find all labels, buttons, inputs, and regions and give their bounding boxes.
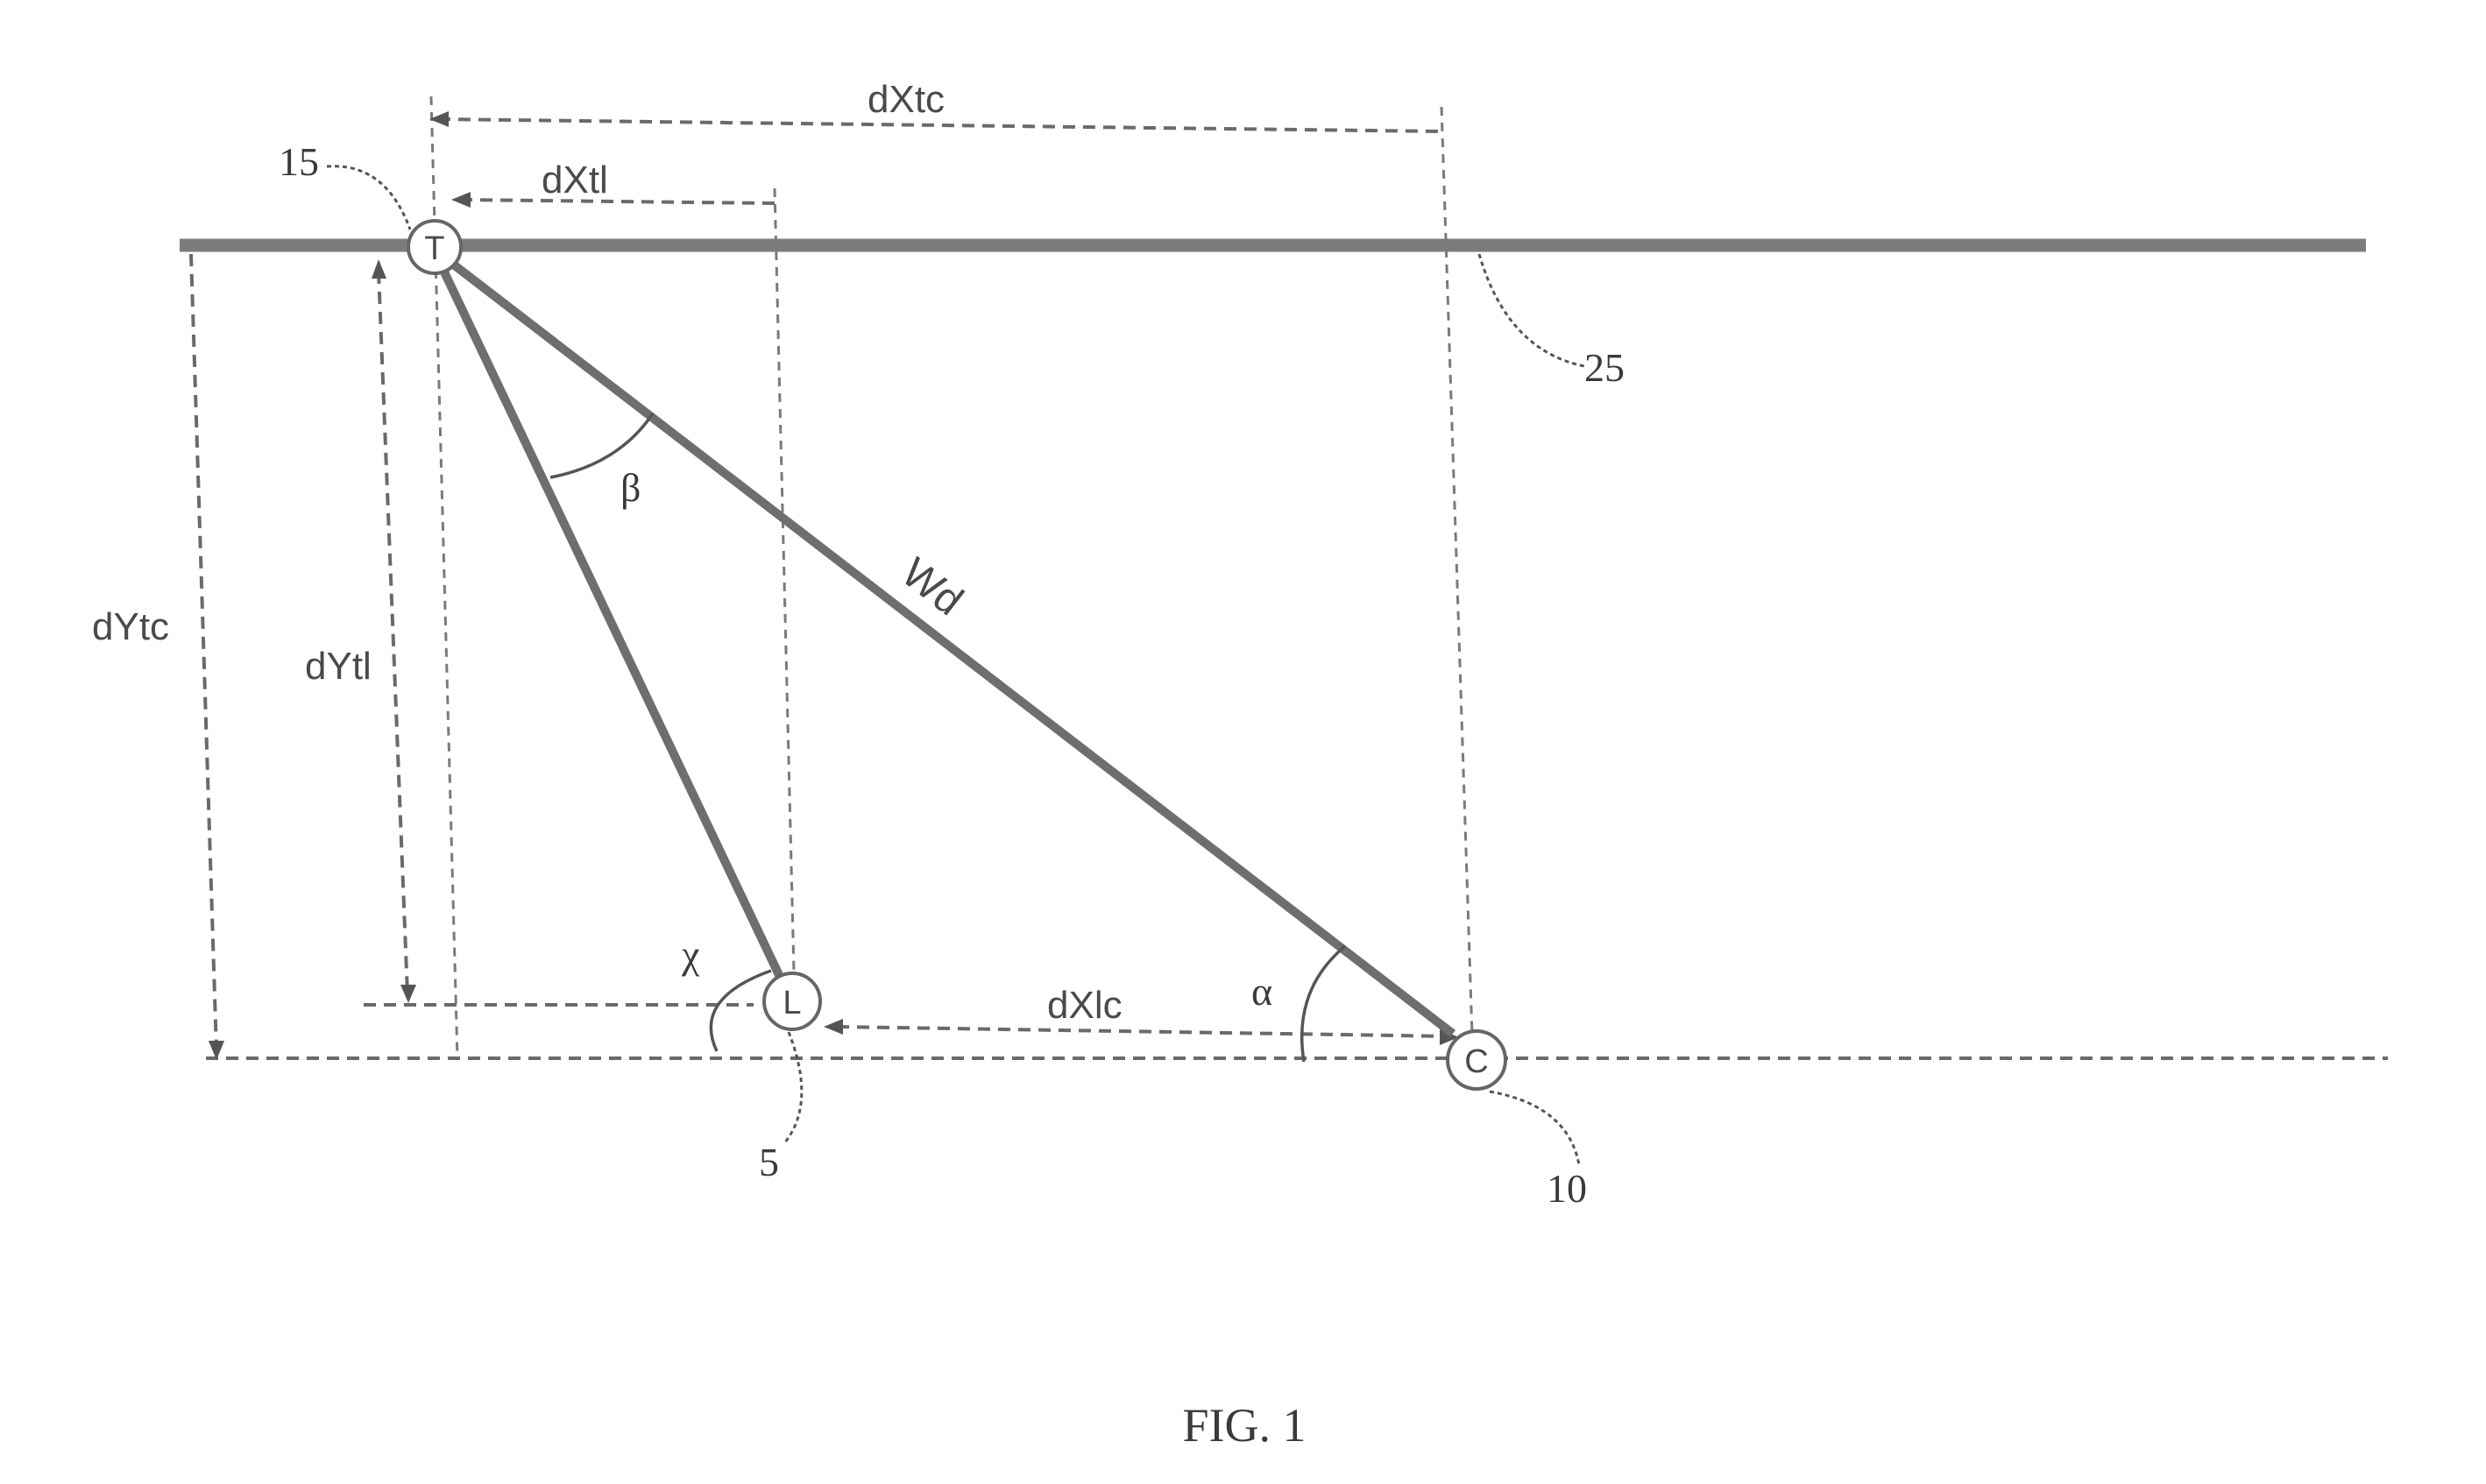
dim-dytl-label: dYtl	[305, 645, 372, 688]
edge-t-c	[448, 259, 1456, 1037]
dim-dytl-arrowhead	[372, 259, 386, 279]
dim-dytc-label: dYtc	[92, 605, 169, 648]
dim-dxlc-arrowhead	[824, 1019, 843, 1035]
node-c-ref: 10	[1547, 1166, 1587, 1211]
dim-dxtl-arrowhead	[451, 192, 471, 208]
dim-dxlc-line	[836, 1025, 1451, 1038]
dim-dxtc-line	[437, 117, 1442, 133]
guide-vertical-l	[773, 187, 797, 1008]
node-t-ref: 15	[279, 139, 319, 184]
node-c-leader	[1489, 1090, 1581, 1166]
dim-dxtl-label: dXtl	[542, 159, 608, 201]
dim-dytl-arrowhead-bottom	[400, 985, 416, 1003]
angle-alpha-arc	[1300, 944, 1347, 1063]
angle-alpha-label: α	[1251, 969, 1272, 1014]
node-t: T	[407, 219, 463, 275]
dim-dxtl-line	[459, 198, 776, 205]
dim-dxtc-arrowhead	[429, 111, 449, 127]
angle-chi-label: χ	[681, 932, 700, 977]
dim-dytl-line	[377, 271, 409, 995]
angle-beta-arc	[549, 413, 655, 479]
node-t-letter: T	[424, 230, 444, 267]
dim-dytc-line	[189, 253, 218, 1052]
dim-dxlc-arrowhead-right	[1440, 1029, 1459, 1045]
angle-chi-arc	[709, 969, 772, 1052]
figure-caption: FIG. 1	[1182, 1399, 1306, 1452]
guide-vertical-c	[1440, 106, 1474, 1036]
dim-dxlc-label: dXlc	[1047, 984, 1123, 1027]
edge-t-l	[436, 260, 784, 979]
node-l-leader	[783, 1031, 804, 1144]
angle-beta-label: β	[620, 465, 641, 510]
node-l: L	[762, 972, 822, 1031]
node-c-letter: C	[1464, 1043, 1488, 1080]
node-l-ref: 5	[759, 1140, 779, 1184]
dim-dxtc-label: dXtc	[868, 78, 945, 121]
node-t-leader	[326, 165, 412, 230]
node-c: C	[1446, 1029, 1507, 1091]
dim-dytc-arrowhead	[209, 1041, 224, 1060]
node-l-letter: L	[783, 985, 801, 1021]
line-ref-leader	[1477, 253, 1585, 368]
line-ref: 25	[1584, 345, 1625, 390]
